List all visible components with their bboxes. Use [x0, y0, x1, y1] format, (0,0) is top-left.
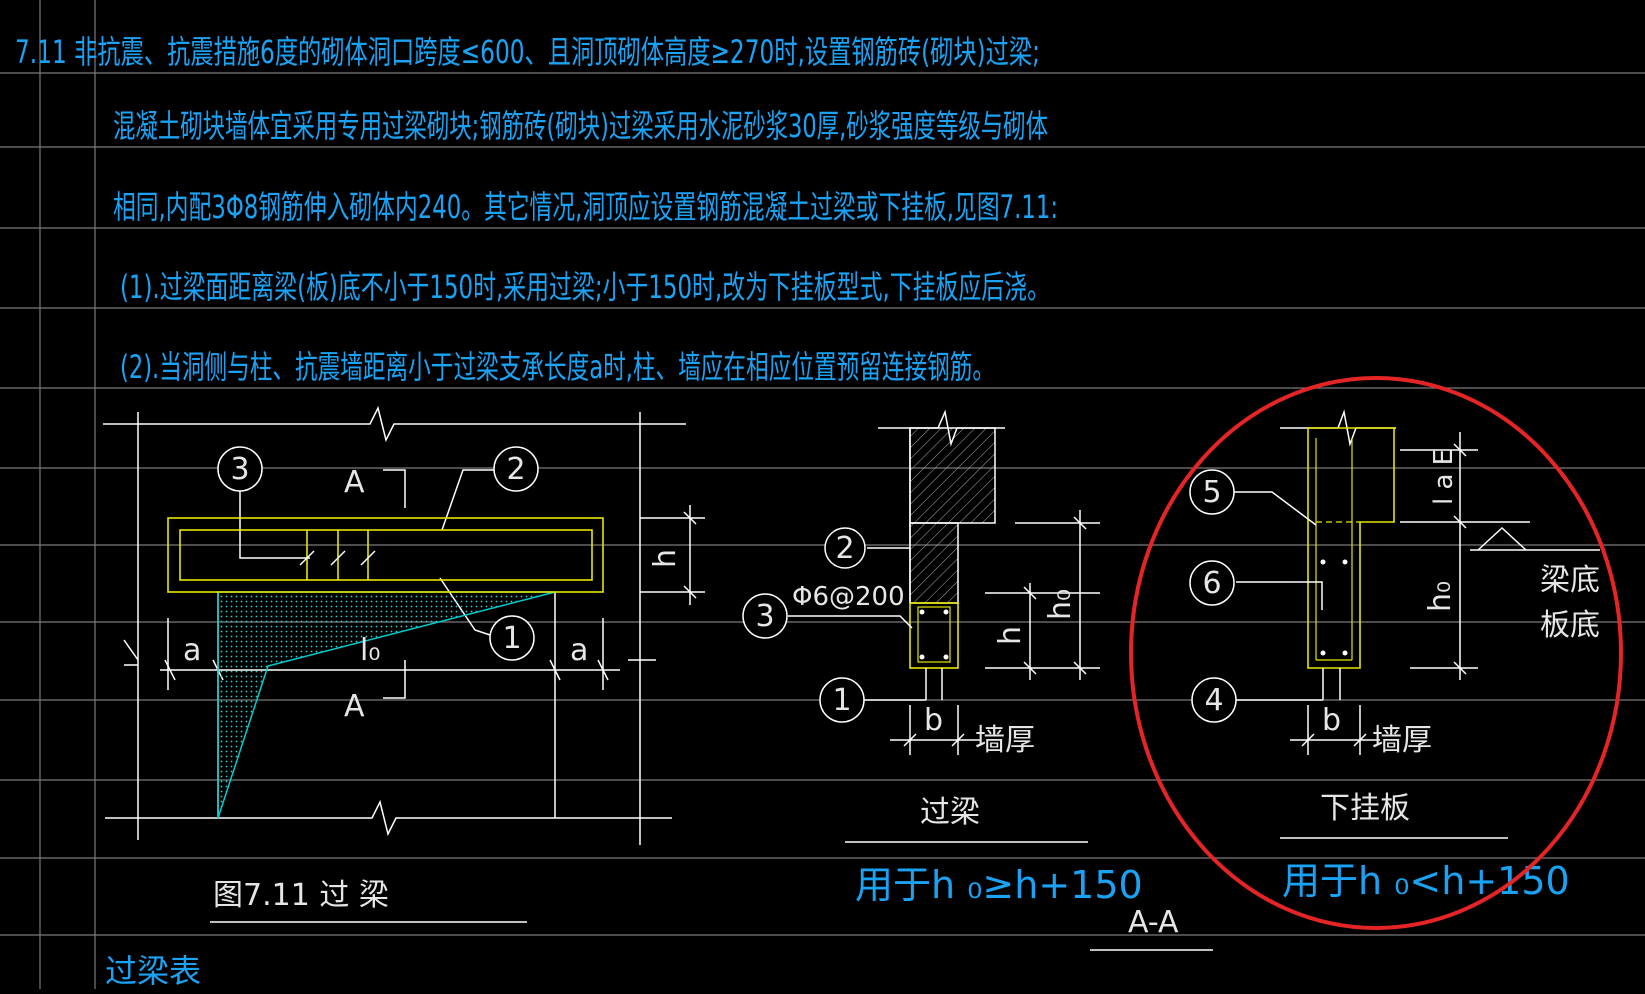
beam-usage: 用于h ₀≥h+150 [855, 863, 1143, 907]
hang-callout-4-label: 4 [1204, 683, 1223, 718]
section-mark-bottom: A [344, 689, 365, 724]
callout-bubble-2 [493, 446, 539, 492]
hang-callout-bubble-6 [1189, 560, 1235, 606]
dim-l0-label: l₀ [360, 633, 380, 668]
section-beam-view: 2 3 1 Φ6@200 h h₀ b 墙厚 过梁 用于h ₀≥h+150 [742, 409, 1143, 907]
note-line-3: 相同,内配3Φ8钢筋伸入砌体内240。其它情况,洞顶应设置钢筋混凝土过梁或下挂板… [113, 188, 1058, 226]
beam-wall-thickness: 墙厚 [975, 723, 1035, 758]
dim-h-label: h [648, 549, 683, 568]
callout-bubble-1 [489, 615, 535, 661]
beam-bottom-label: 梁底 [1540, 563, 1600, 598]
beam-callout-2-label: 2 [835, 531, 854, 566]
section-mark-top: A [344, 465, 365, 500]
beam-callout-bubble-3 [742, 593, 788, 639]
elevation-callouts [217, 446, 539, 661]
hang-callout-5-label: 5 [1202, 475, 1221, 510]
hang-callout-6-label: 6 [1202, 566, 1221, 601]
beam-dim-b: b [924, 703, 943, 738]
hang-wall-thickness: 墙厚 [1372, 723, 1432, 758]
hang-callout-bubble-4 [1191, 677, 1237, 723]
hang-dim-b: b [1322, 703, 1341, 738]
callout-bubble-3 [217, 446, 263, 492]
highlight-circle [1129, 376, 1623, 930]
note-line-4: (1).过梁面距离梁(板)底不小于150时,采用过梁;小于150时,改为下挂板型… [120, 268, 1050, 306]
hang-usage: 用于h ₀<h+150 [1282, 859, 1570, 903]
hang-dim-h0: h₀ [1423, 581, 1458, 612]
dim-a-right-label: a [570, 633, 588, 668]
figure-caption: 图7.11 过 梁 [213, 878, 389, 913]
note-line-2: 混凝土砌块墙体宜采用专用过梁砌块;钢筋砖(砌块)过梁采用水泥砂浆30厚,砂浆强度… [113, 107, 1048, 145]
beam-callout-3-label: 3 [755, 599, 774, 634]
elevation-ticks [299, 550, 376, 566]
note-line-5: (2).当洞侧与柱、抗震墙距离小于过梁支承长度a时,柱、墙应在相应位置预留连接钢… [120, 348, 995, 386]
elevation-beam [167, 517, 604, 593]
beam-section-title: 过梁 [920, 795, 980, 830]
beam-callout-1-label: 1 [832, 683, 851, 718]
callout-3-label: 3 [230, 452, 249, 487]
note-line-1: 7.11 非抗震、抗震措施6度的砌体洞口跨度≤600、且洞顶砌体高度≥270时,… [15, 33, 1040, 71]
table-title: 过梁表 [105, 952, 201, 989]
stirrup-label: Φ6@200 [792, 582, 905, 612]
slab-bottom-label: 板底 [1540, 608, 1600, 643]
beam-callout-bubble-1 [819, 677, 865, 723]
hang-callout-bubble-5 [1189, 469, 1235, 515]
dim-a-left-label: a [183, 633, 201, 668]
beam-callout-bubble-2 [824, 527, 866, 569]
notes: 7.11 非抗震、抗震措施6度的砌体洞口跨度≤600、且洞顶砌体高度≥270时,… [15, 33, 1058, 386]
hang-dim-lae: l a E [1429, 449, 1459, 505]
section-hanging-view: 5 6 4 l a E h₀ 梁底 板底 b 墙厚 下挂板 用于h ₀<h+15… [1189, 409, 1600, 903]
callout-2-label: 2 [506, 452, 525, 487]
beam-dim-h0: h₀ [1043, 589, 1078, 620]
hang-section-title: 下挂板 [1320, 791, 1410, 826]
section-aa-label: A-A [1128, 905, 1179, 940]
elevation-labels: 3 2 1 A A h a a l₀ 图7.11 过 梁 [183, 452, 683, 913]
beam-dim-h: h [993, 626, 1028, 645]
callout-1-label: 1 [502, 621, 521, 656]
